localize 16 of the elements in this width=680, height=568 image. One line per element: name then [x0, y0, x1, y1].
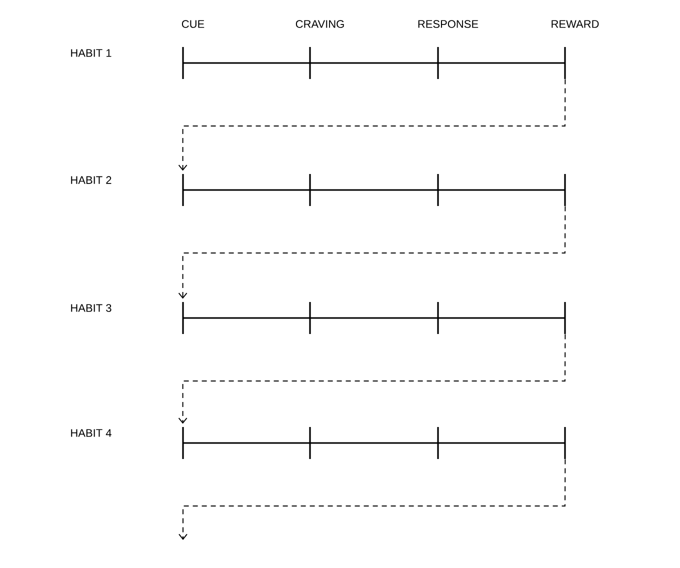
dashed-arrow: [178, 334, 566, 424]
timeline: [182, 427, 566, 459]
timeline: [182, 47, 566, 79]
row-label: HABIT 2: [71, 176, 112, 184]
dashed-arrow: [178, 458, 566, 540]
row-label: HABIT 1: [71, 49, 112, 57]
column-label: RESPONSE: [418, 20, 478, 28]
column-label: CUE: [182, 20, 204, 28]
timeline: [182, 302, 566, 334]
row-label: HABIT 4: [71, 429, 112, 437]
column-label: CRAVING: [296, 20, 344, 28]
row-label: HABIT 3: [71, 304, 112, 312]
dashed-arrow: [178, 206, 566, 299]
timeline: [182, 174, 566, 206]
column-label: REWARD: [552, 20, 599, 28]
dashed-arrow: [178, 78, 566, 171]
